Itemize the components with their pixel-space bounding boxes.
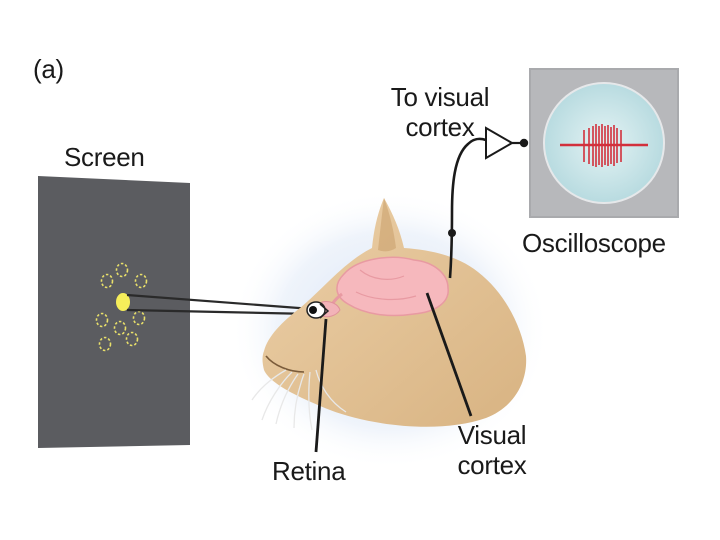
- retina-label: Retina: [272, 456, 346, 486]
- light-spot: [116, 293, 130, 311]
- retina-pointer-line: [314, 318, 328, 453]
- oscilloscope-label: Oscilloscope: [522, 228, 666, 258]
- visual-cortex-label: Visual cortex: [432, 420, 552, 480]
- cat-eye: [306, 301, 341, 319]
- amplifier-symbol: [485, 126, 515, 160]
- to-visual-cortex-label: To visual cortex: [360, 82, 520, 142]
- screen-panel: [38, 176, 190, 448]
- whiskers: [251, 369, 347, 431]
- spike-train-signal: [560, 124, 648, 167]
- visual-cortex-line1: Visual: [457, 420, 527, 450]
- to-visual-cortex-line1: To visual: [390, 82, 490, 112]
- light-rays: [126, 293, 313, 316]
- panel-label: (a): [33, 54, 64, 84]
- amplifier-output-node: [519, 138, 529, 148]
- visual-cortex-line2: cortex: [457, 450, 527, 480]
- screen-label: Screen: [64, 142, 145, 172]
- electrode-node: [448, 229, 456, 237]
- oscilloscope: [529, 68, 679, 218]
- visual-cortex-pointer-line: [425, 292, 473, 417]
- to-visual-cortex-line2: cortex: [405, 112, 475, 142]
- electrode-lead: [448, 137, 487, 279]
- stimulus-outline-spots: [95, 262, 148, 352]
